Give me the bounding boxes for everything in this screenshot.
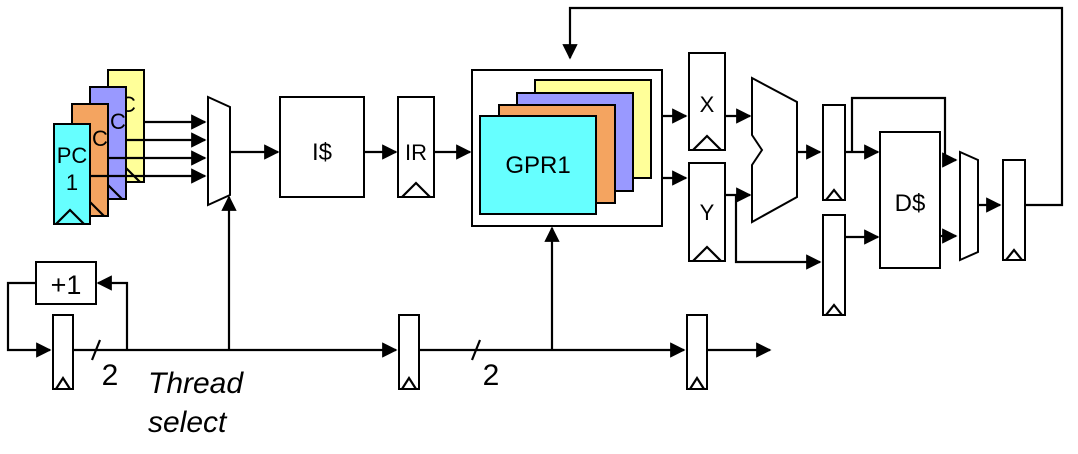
thread-pipe-register-2 bbox=[686, 314, 708, 390]
thread-select-label-line2: select bbox=[148, 406, 228, 439]
bus-width-label-1: 2 bbox=[102, 359, 119, 392]
address-register bbox=[822, 104, 846, 201]
pc-to-mux-wires bbox=[90, 114, 207, 184]
thread-mux bbox=[207, 95, 231, 207]
bus-width-slash-2 bbox=[470, 339, 482, 361]
instruction-cache-label: I$ bbox=[312, 139, 332, 166]
gpr-bank-stack: GPR1 bbox=[479, 79, 652, 215]
writeback-mux bbox=[959, 150, 979, 262]
x-operand-label: X bbox=[700, 92, 715, 117]
pc-register-1: PC 1 bbox=[53, 123, 91, 225]
instruction-register-label: IR bbox=[405, 140, 427, 165]
counter-feedback-wire bbox=[96, 275, 129, 350]
instruction-cache bbox=[279, 96, 365, 198]
thread-pipe-register-1 bbox=[398, 314, 420, 390]
incrementer-to-counter-wire bbox=[6, 281, 52, 358]
bus-width-slash-1 bbox=[90, 339, 102, 361]
store-data-register bbox=[822, 214, 846, 316]
writeback-register bbox=[1002, 159, 1026, 261]
pc-register-3-label: C bbox=[110, 109, 126, 134]
bus-width-label-2: 2 bbox=[483, 359, 500, 392]
x-operand-register: X bbox=[688, 52, 726, 151]
pc-register-1-label-line1: PC bbox=[57, 143, 88, 168]
addr-bypass-wire bbox=[850, 96, 958, 168]
data-cache bbox=[879, 131, 941, 269]
instruction-register: IR bbox=[397, 96, 435, 198]
data-cache-label: D$ bbox=[895, 190, 926, 217]
pc-register-1-label-line2: 1 bbox=[66, 170, 78, 195]
alu bbox=[751, 76, 798, 224]
pc-register-stack: C C C PC 1 bbox=[53, 69, 145, 225]
y-operand-label: Y bbox=[700, 200, 715, 225]
pc-register-2-label: C bbox=[92, 126, 108, 151]
thread-select-label-line1: Thread bbox=[148, 367, 244, 400]
incrementer-label: +1 bbox=[51, 270, 82, 300]
thread-counter-register bbox=[52, 314, 74, 390]
y-operand-register: Y bbox=[688, 162, 726, 262]
writeback-wire bbox=[562, 6, 1064, 207]
y-bypass-wire bbox=[734, 195, 822, 270]
writeback-register-clock bbox=[1005, 248, 1023, 261]
gpr-label: GPR1 bbox=[505, 152, 570, 179]
